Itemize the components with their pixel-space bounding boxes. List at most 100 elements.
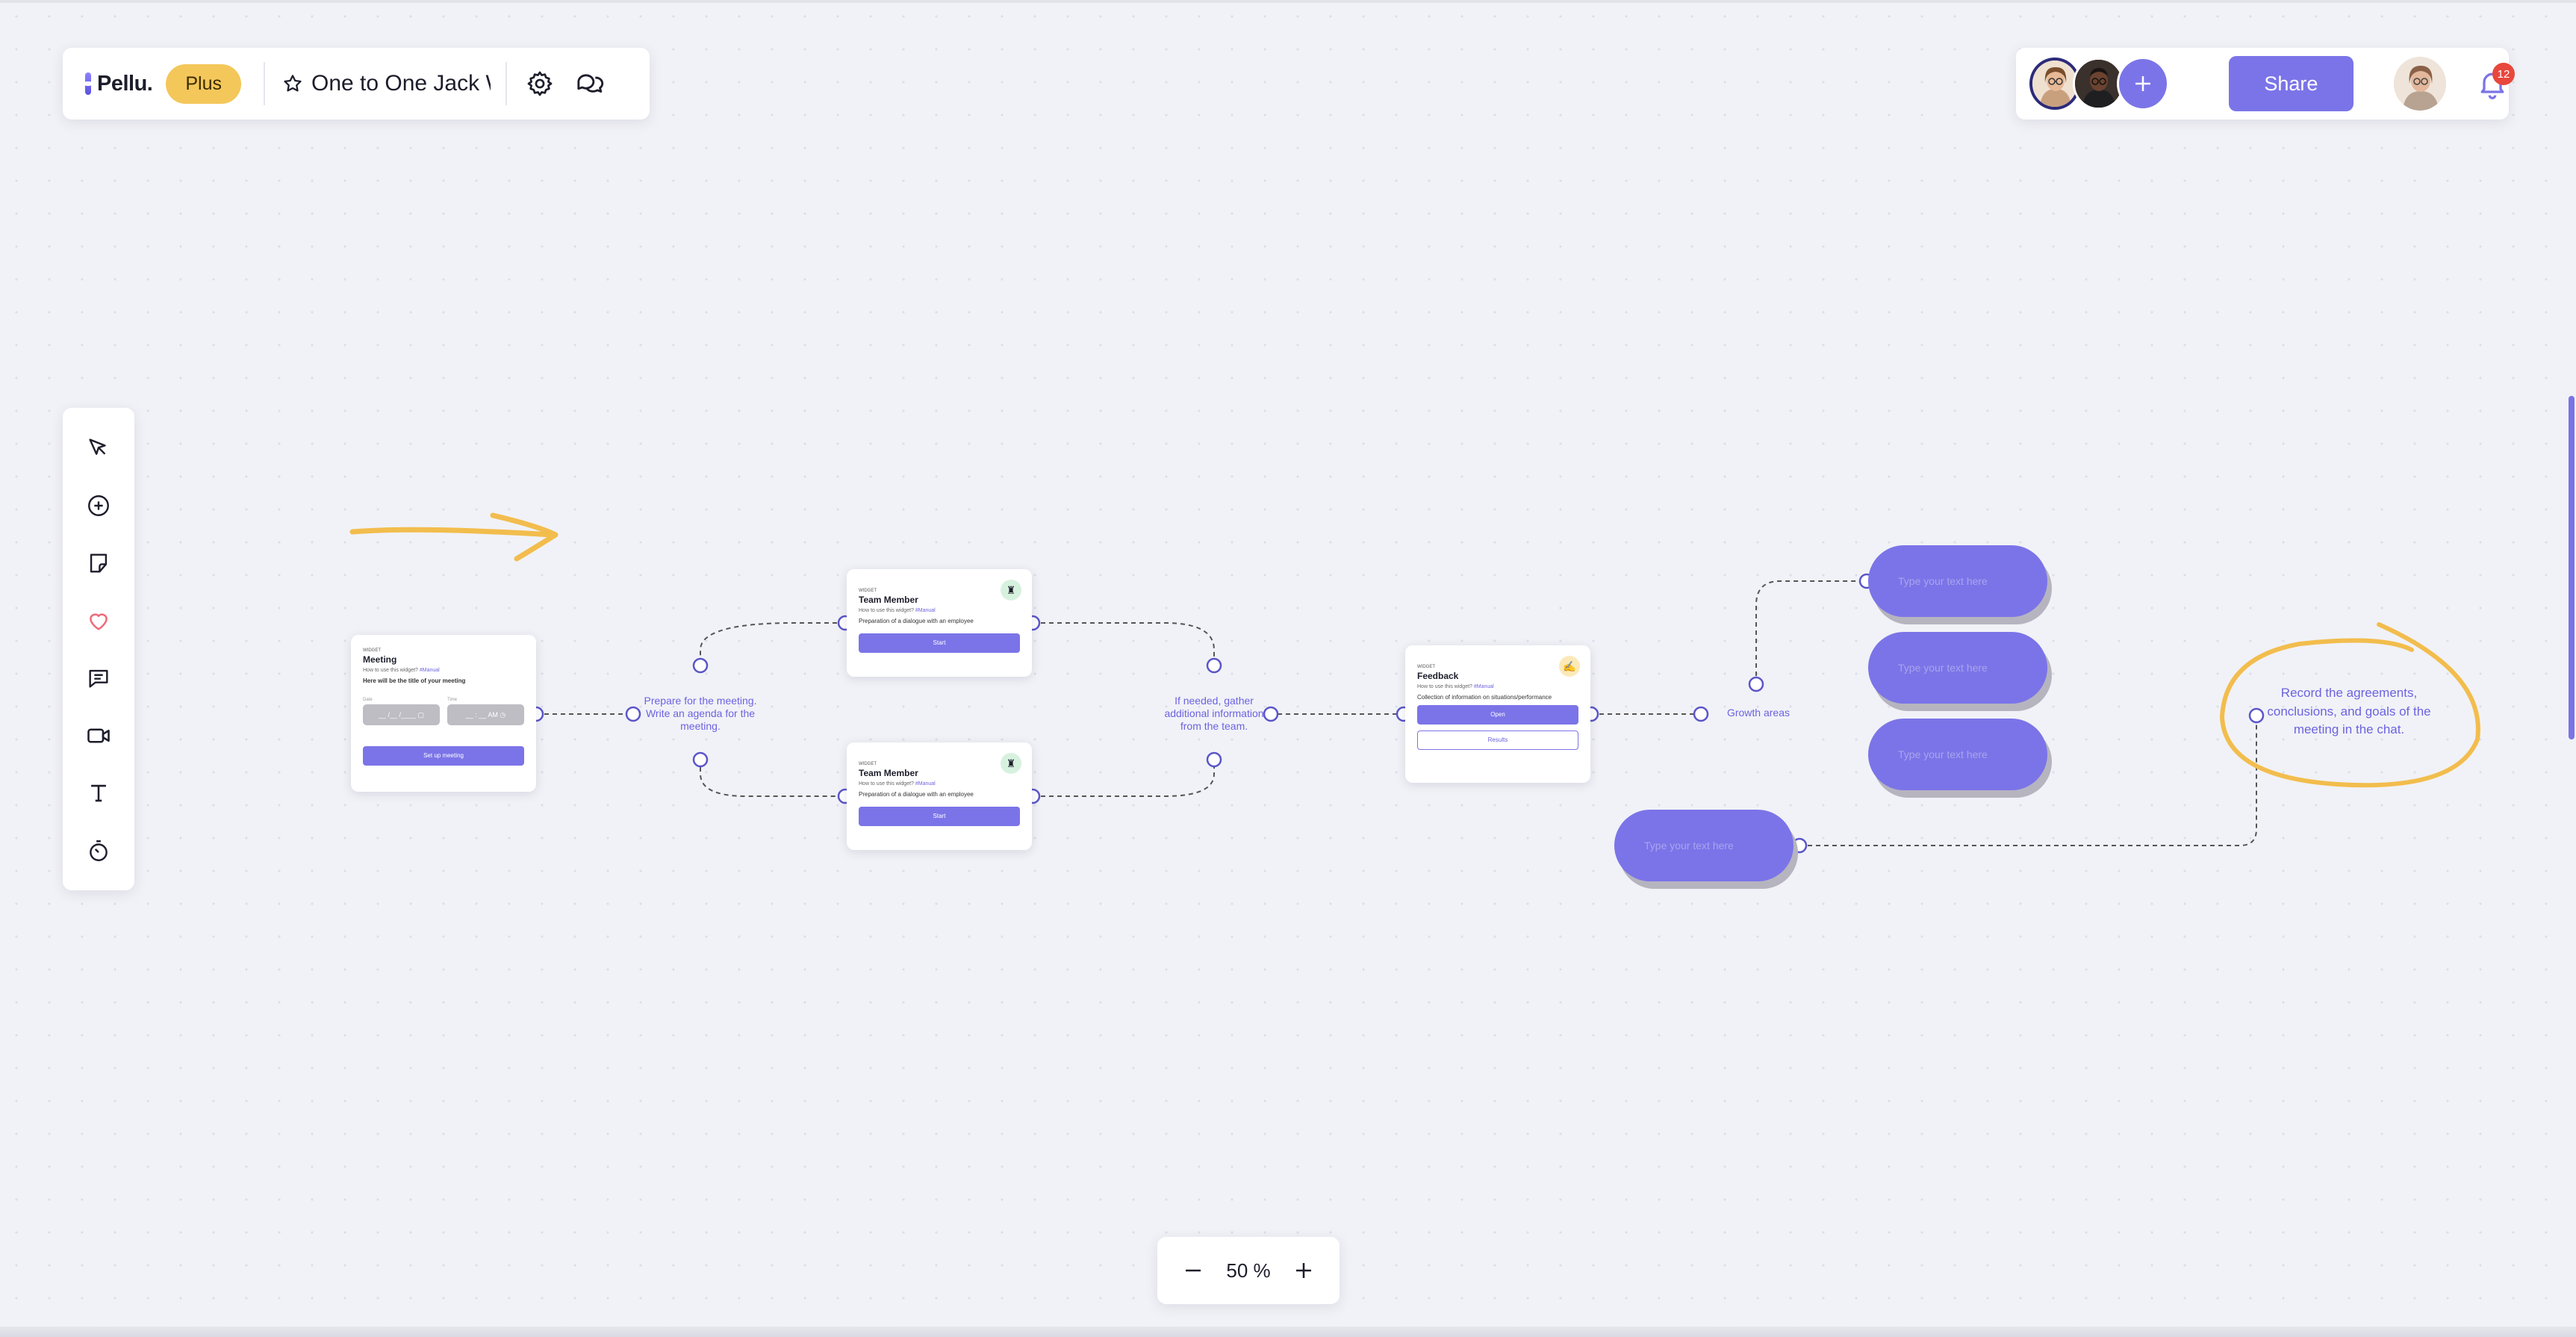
open-button[interactable]: Open bbox=[1417, 705, 1578, 725]
hand-drawn-circle bbox=[2219, 622, 2480, 788]
minus-icon bbox=[1186, 1269, 1201, 1272]
port-gather-top bbox=[1206, 657, 1222, 674]
widget-title: Meeting bbox=[363, 654, 397, 665]
port-note-in bbox=[2248, 707, 2265, 724]
divider bbox=[505, 62, 507, 105]
widget-title: Feedback bbox=[1417, 671, 1459, 681]
zoom-level: 50 % bbox=[1226, 1259, 1271, 1282]
feedback-icon: ✍ bbox=[1559, 656, 1580, 677]
annotation-note[interactable]: Record the agreements, conclusions, and … bbox=[2267, 686, 2431, 737]
prepare-label[interactable]: Prepare for the meeting. Write an agenda… bbox=[644, 695, 757, 732]
feedback-widget-card[interactable]: ✍ WIDGET Feedback How to use this widget… bbox=[1405, 645, 1590, 783]
plus-icon bbox=[2135, 76, 2150, 91]
port-growth-top bbox=[1748, 676, 1764, 692]
port-gather-out bbox=[1263, 706, 1279, 722]
chat-icon[interactable] bbox=[573, 67, 606, 100]
connector-member1-gather bbox=[1033, 622, 1215, 665]
text-pill-node[interactable]: Type your text here bbox=[1868, 632, 2047, 704]
collaborator-avatar[interactable] bbox=[2029, 58, 2081, 110]
text-pill-node[interactable]: Type your text here bbox=[1868, 719, 2047, 790]
gather-info-label[interactable]: If needed, gather additional information… bbox=[1164, 695, 1264, 732]
port-prepare-in bbox=[625, 706, 641, 722]
notifications-bell-icon[interactable]: 12 bbox=[2476, 63, 2515, 100]
settings-gear-icon[interactable] bbox=[523, 67, 556, 100]
time-label: Time bbox=[447, 698, 458, 702]
connector-growth-pill bbox=[1755, 580, 1867, 684]
star-icon[interactable] bbox=[281, 72, 304, 95]
widget-tag: WIDGET bbox=[1417, 665, 1435, 669]
current-user-avatar[interactable] bbox=[2393, 57, 2446, 111]
widget-help: How to use this widget? #Manual bbox=[363, 668, 440, 673]
start-button[interactable]: Start bbox=[859, 807, 1020, 826]
logo-text: Pellu. bbox=[97, 71, 153, 96]
widget-title: Team Member bbox=[859, 595, 918, 605]
notifications-count-badge: 12 bbox=[2492, 63, 2515, 85]
meeting-title-placeholder[interactable]: Here will be the title of your meeting bbox=[363, 677, 466, 684]
meeting-widget-card[interactable]: WIDGET Meeting How to use this widget? #… bbox=[351, 635, 536, 792]
tools-toolbar bbox=[63, 408, 134, 890]
widget-tag: WIDGET bbox=[859, 762, 877, 766]
date-input[interactable]: __ /__ /____ ▢ bbox=[363, 704, 440, 725]
widget-help: How to use this widget? #Manual bbox=[859, 608, 936, 613]
reaction-heart-icon[interactable] bbox=[81, 603, 116, 638]
logo-icon bbox=[84, 72, 92, 95]
select-cursor-icon[interactable] bbox=[81, 430, 116, 465]
port-pill4-out bbox=[1791, 837, 1808, 854]
timer-stopwatch-icon[interactable] bbox=[81, 833, 116, 868]
set-up-meeting-button[interactable]: Set up meeting bbox=[363, 746, 524, 766]
widget-tag: WIDGET bbox=[363, 648, 381, 653]
comment-icon[interactable] bbox=[81, 660, 116, 695]
manual-link[interactable]: #Manual bbox=[419, 668, 440, 673]
divider bbox=[264, 62, 265, 105]
zoom-in-button[interactable] bbox=[1290, 1257, 1317, 1284]
collaborator-avatar[interactable] bbox=[2073, 58, 2124, 110]
connector-member2-gather bbox=[1033, 759, 1215, 797]
start-button[interactable]: Start bbox=[859, 633, 1020, 653]
hand-drawn-arrow bbox=[349, 512, 559, 562]
time-input[interactable]: __ : __ AM ◷ bbox=[447, 704, 524, 725]
invite-user-button[interactable] bbox=[2116, 57, 2169, 111]
widget-tag: WIDGET bbox=[859, 589, 877, 593]
widget-description: Preparation of a dialogue with an employ… bbox=[859, 618, 974, 624]
port-growth-in bbox=[1693, 706, 1709, 722]
port-prepare-bottom bbox=[692, 751, 709, 768]
plan-badge[interactable]: Plus bbox=[166, 63, 241, 104]
results-button[interactable]: Results bbox=[1417, 730, 1578, 750]
manual-link[interactable]: #Manual bbox=[915, 781, 936, 787]
manual-link[interactable]: #Manual bbox=[1473, 684, 1494, 689]
widget-title: Team Member bbox=[859, 768, 918, 778]
date-label: Date bbox=[363, 698, 373, 702]
team-member-widget-card[interactable]: ♜ WIDGET Team Member How to use this wid… bbox=[847, 742, 1032, 850]
widget-help: How to use this widget? #Manual bbox=[859, 781, 936, 787]
window-bottom-edge bbox=[0, 1327, 2576, 1337]
board-title[interactable]: One to One Jack W bbox=[311, 71, 491, 96]
window-top-edge bbox=[0, 0, 2576, 3]
team-member-widget-card[interactable]: ♜ WIDGET Team Member How to use this wid… bbox=[847, 569, 1032, 677]
board-header: Pellu. Plus One to One Jack W bbox=[63, 48, 650, 120]
team-icon: ♜ bbox=[1001, 753, 1021, 774]
zoom-control: 50 % bbox=[1157, 1237, 1340, 1304]
connector-prepare-member1 bbox=[700, 622, 845, 665]
port-gather-bottom bbox=[1206, 751, 1222, 768]
widget-description: Preparation of a dialogue with an employ… bbox=[859, 791, 974, 798]
collaboration-bar: Share 12 bbox=[2016, 48, 2515, 120]
growth-areas-label[interactable]: Growth areas bbox=[1726, 707, 1791, 719]
app-logo[interactable]: Pellu. bbox=[84, 71, 153, 96]
vertical-scrollbar[interactable] bbox=[2569, 396, 2575, 739]
team-icon: ♜ bbox=[1001, 580, 1021, 601]
text-pill-node[interactable]: Type your text here bbox=[1614, 810, 1793, 881]
connector-prepare-member2 bbox=[700, 759, 845, 797]
share-button[interactable]: Share bbox=[2228, 56, 2353, 111]
widget-help: How to use this widget? #Manual bbox=[1417, 684, 1494, 689]
port-prepare-top bbox=[692, 657, 709, 674]
text-tool-icon[interactable] bbox=[81, 775, 116, 810]
manual-link[interactable]: #Manual bbox=[915, 608, 936, 613]
zoom-out-button[interactable] bbox=[1180, 1257, 1207, 1284]
add-widget-icon[interactable] bbox=[81, 488, 116, 523]
connector-pill-note bbox=[1799, 716, 2257, 846]
clock-icon: ◷ bbox=[500, 710, 506, 719]
calendar-icon: ▢ bbox=[417, 710, 425, 719]
sticky-note-icon[interactable] bbox=[81, 545, 116, 580]
text-pill-node[interactable]: Type your text here bbox=[1868, 545, 2047, 617]
video-camera-icon[interactable] bbox=[81, 718, 116, 753]
